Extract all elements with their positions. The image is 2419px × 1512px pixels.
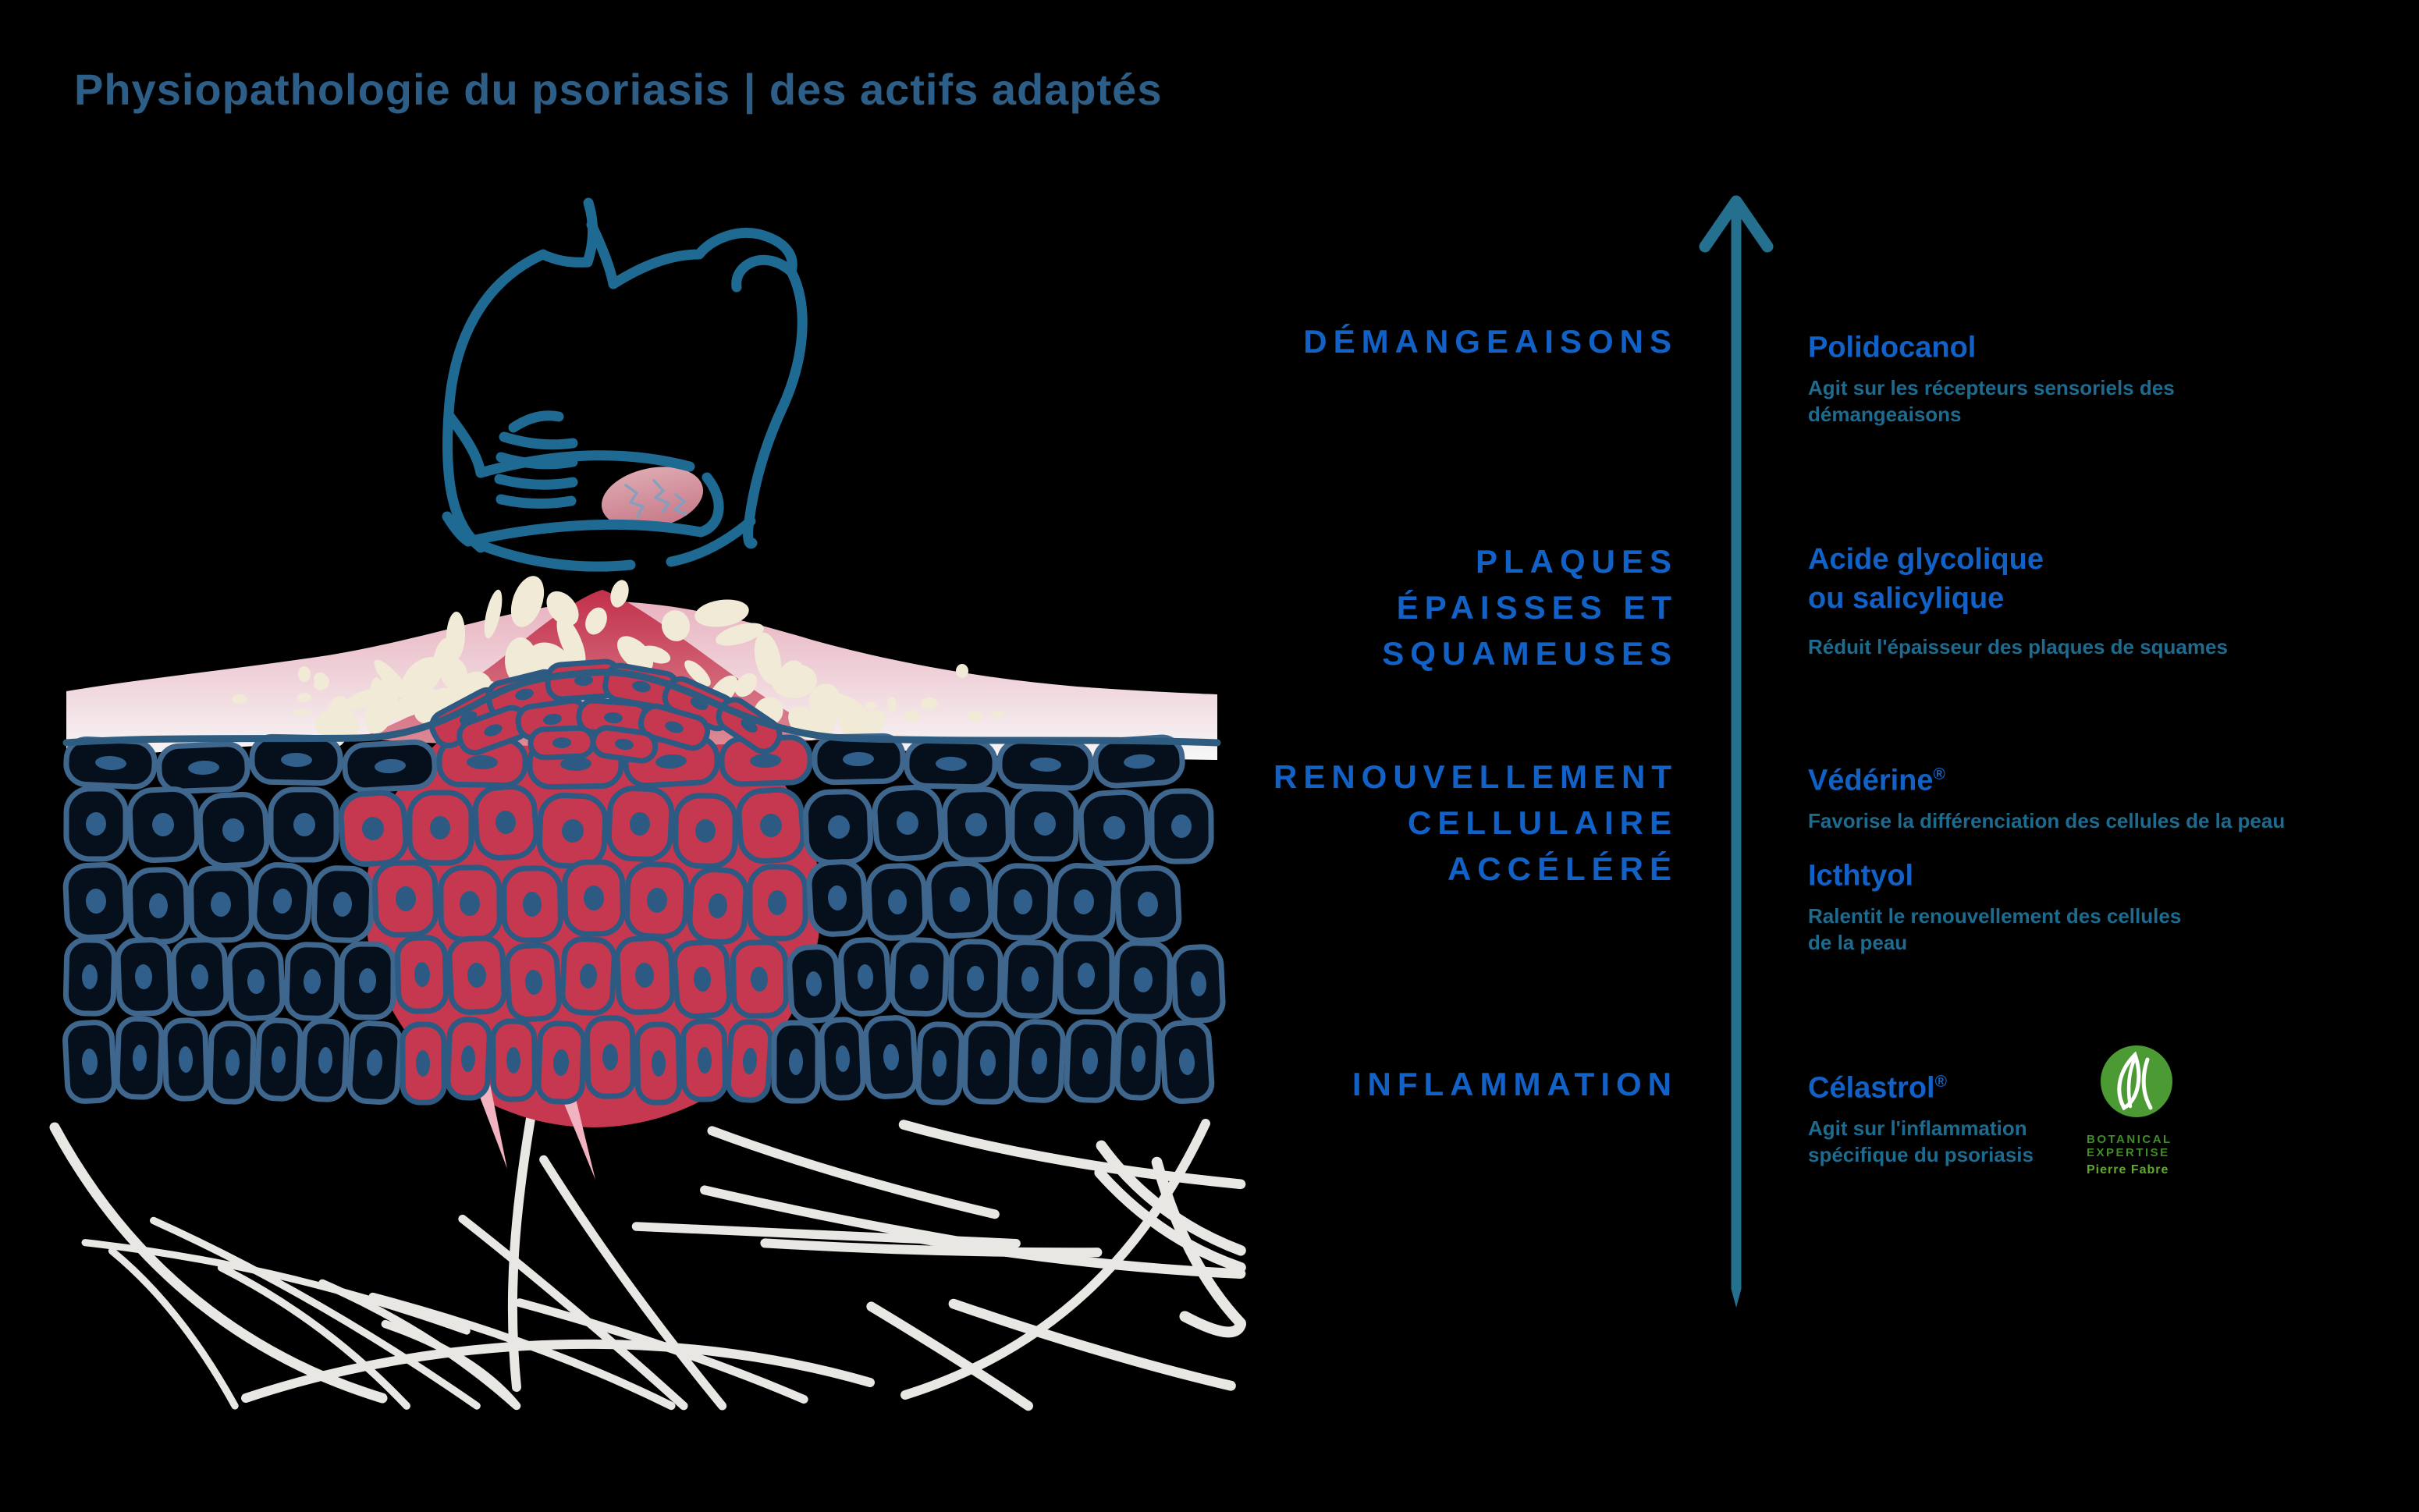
symptom-line: CELLULAIRE bbox=[1408, 804, 1678, 841]
symptom-demangeaisons: DÉMANGEAISONS bbox=[1053, 318, 1678, 364]
active-name: Icthtyol bbox=[1808, 859, 1914, 893]
person-scratching-arm bbox=[442, 197, 808, 572]
active-description: Agit sur les récepteurs sensoriels des d… bbox=[1808, 375, 2175, 426]
dermis-collagen-fibers bbox=[49, 1105, 1246, 1411]
active-description: Réduit l'épaisseur des plaques de squame… bbox=[1808, 635, 2228, 658]
active-acide-glycolique: Acide glycolique ou salicylique Réduit l… bbox=[1808, 540, 2401, 660]
symptom-plaques: PLAQUES ÉPAISSES ET SQUAMEUSES bbox=[1053, 538, 1678, 676]
active-description: Agit sur l'inflammation spécifique du ps… bbox=[1808, 1116, 2034, 1166]
logo-line: EXPERTISE bbox=[2087, 1146, 2170, 1159]
symptom-line: RENOUVELLEMENT bbox=[1273, 758, 1678, 795]
skin-surface-outline bbox=[62, 668, 1221, 747]
active-description: Ralentit le renouvellement des cellules … bbox=[1808, 903, 2182, 954]
symptom-renouvellement: RENOUVELLEMENT CELLULAIRE ACCÉLÉRÉ bbox=[1053, 754, 1678, 892]
botanical-expertise-logo: BOTANICAL EXPERTISE Pierre Fabre bbox=[2087, 1133, 2172, 1177]
active-name: Acide glycolique ou salicylique bbox=[1808, 543, 2044, 615]
up-arrow-icon bbox=[1699, 195, 1774, 1308]
symptom-line: ACCÉLÉRÉ bbox=[1447, 850, 1678, 887]
skin-cross-section-illustration bbox=[49, 197, 1246, 1411]
logo-line: BOTANICAL bbox=[2087, 1133, 2172, 1146]
active-name: Védérine® bbox=[1808, 764, 1945, 797]
active-icthtyol: Icthtyol Ralentit le renouvellement des … bbox=[1808, 850, 2401, 956]
symptom-line: ÉPAISSES ET bbox=[1396, 589, 1678, 626]
symptom-line: DÉMANGEAISONS bbox=[1303, 323, 1678, 360]
symptom-line: SQUAMEUSES bbox=[1382, 635, 1678, 672]
symptom-inflammation: INFLAMMATION bbox=[1053, 1061, 1678, 1107]
logo-brand: Pierre Fabre bbox=[2087, 1163, 2169, 1177]
leaf-circle-icon bbox=[2099, 1044, 2174, 1119]
page-title: Physiopathologie du psoriasis | des acti… bbox=[74, 65, 1163, 114]
active-vederine: Védérine® Favorise la différenciation de… bbox=[1808, 755, 2401, 834]
symptom-line: PLAQUES bbox=[1475, 543, 1678, 580]
active-polidocanol: Polidocanol Agit sur les récepteurs sens… bbox=[1808, 322, 2401, 428]
inflammation-spikes bbox=[472, 1077, 595, 1180]
active-name: Polidocanol bbox=[1808, 331, 1977, 364]
keratinocyte-cells bbox=[62, 658, 1226, 1106]
active-celastrol: Célastrol® Agit sur l'inflammation spéci… bbox=[1808, 1063, 2401, 1168]
active-description: Favorise la différenciation des cellules… bbox=[1808, 808, 2286, 832]
active-name: Célastrol® bbox=[1808, 1071, 1948, 1105]
symptom-line: INFLAMMATION bbox=[1352, 1066, 1678, 1102]
psoriasis-patch bbox=[601, 467, 704, 529]
